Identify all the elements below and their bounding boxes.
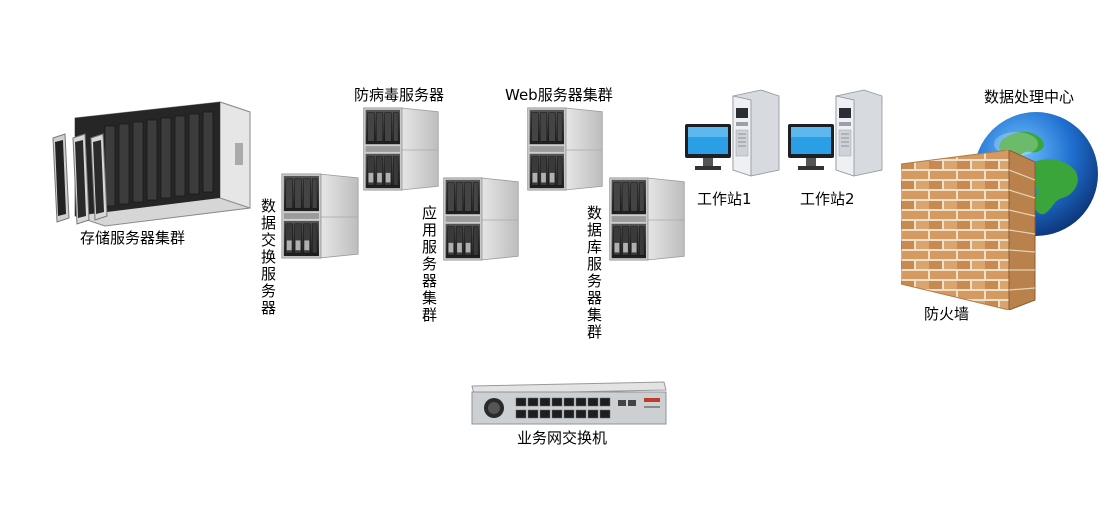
app-cluster-icon <box>440 176 522 262</box>
web-cluster-icon <box>524 106 606 192</box>
antivirus-server-icon <box>360 106 442 192</box>
workstation-1-icon <box>683 88 783 178</box>
brick-wall-icon <box>901 150 1037 310</box>
workstation-1-label: 工作站1 <box>697 190 752 208</box>
storage-cluster-icon <box>45 98 255 233</box>
switch-label: 业务网交换机 <box>517 429 608 447</box>
firewall-label: 防火墙 <box>924 305 970 323</box>
db-cluster-label: 数据库服务器集群 <box>586 204 602 341</box>
data-center-label: 数据处理中心 <box>984 88 1075 106</box>
app-cluster-label: 应用服务器集群 <box>421 204 437 324</box>
data-exchange-server-icon <box>279 172 361 260</box>
storage-cluster-label: 存储服务器集群 <box>80 229 186 247</box>
db-cluster-icon <box>606 176 688 262</box>
network-switch-icon <box>468 380 668 430</box>
workstation-2-label: 工作站2 <box>800 190 855 208</box>
antivirus-server-label: 防病毒服务器 <box>354 86 445 104</box>
data-exchange-server-label: 数据交换服务器 <box>260 197 276 317</box>
web-cluster-label: Web服务器集群 <box>505 86 613 104</box>
workstation-2-icon <box>786 88 886 178</box>
